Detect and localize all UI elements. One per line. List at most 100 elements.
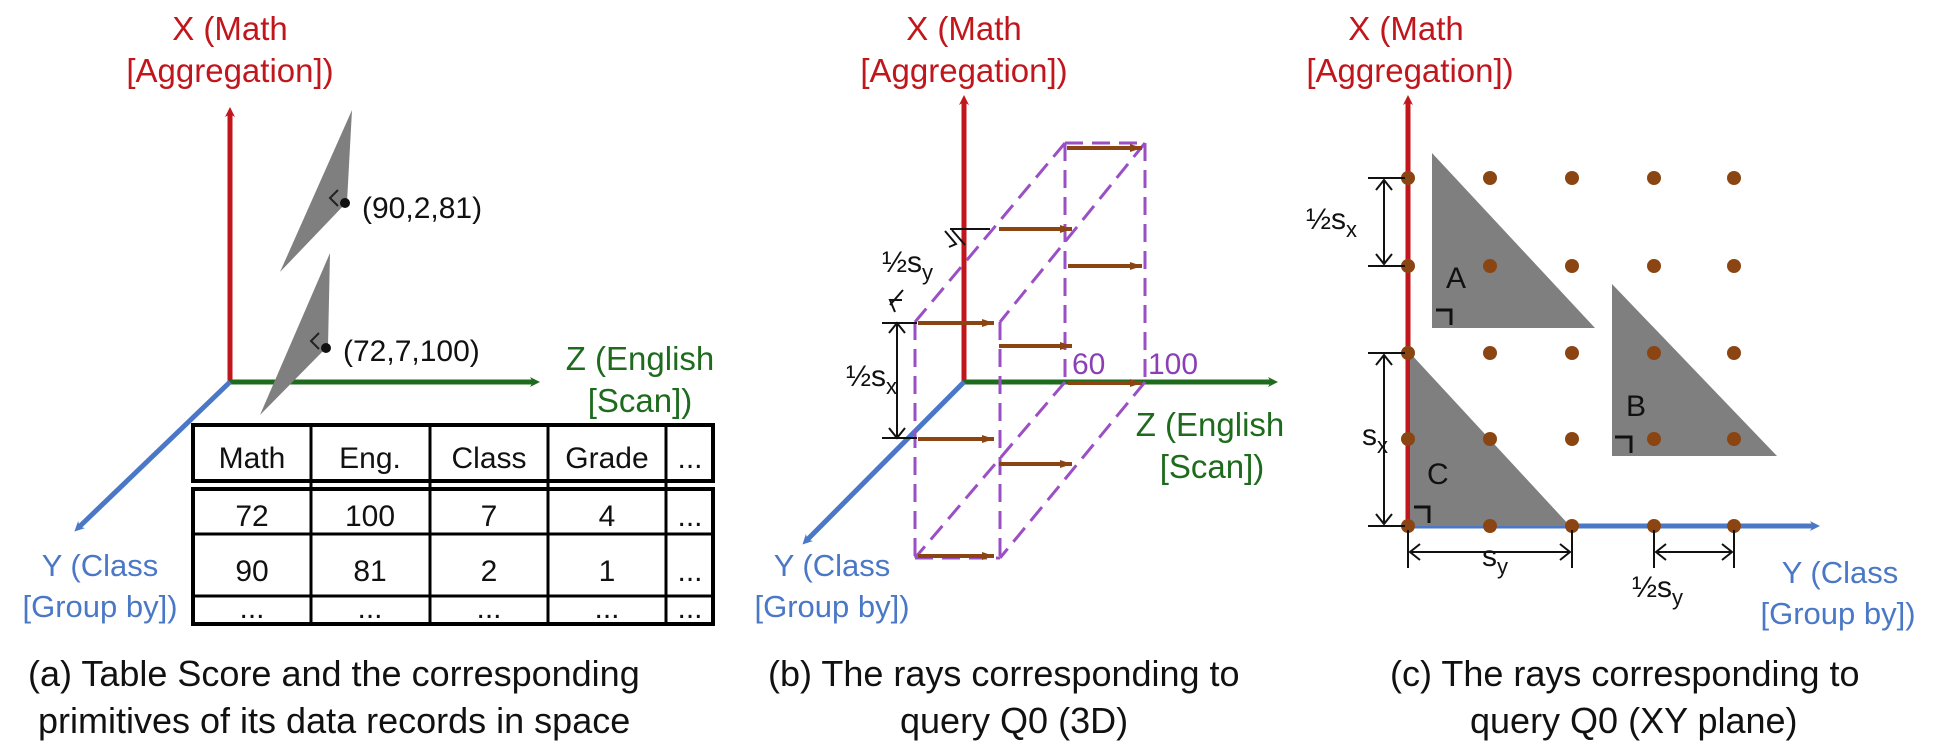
ray-dot xyxy=(1483,259,1497,273)
panel-a: X (Math [Aggregation]) Z (English [Scan]… xyxy=(22,10,715,741)
dimension-half-sx xyxy=(1368,177,1405,267)
primitive-lower xyxy=(260,253,330,415)
point-label-upper: (90,2,81) xyxy=(362,192,482,225)
ray-dot xyxy=(1647,171,1661,185)
ray-dot xyxy=(1647,259,1661,273)
rays xyxy=(918,144,1142,560)
triangle-c-label: C xyxy=(1427,458,1449,491)
point-marker xyxy=(340,198,350,208)
point-marker xyxy=(321,343,331,353)
ray-dot xyxy=(1727,432,1741,446)
table-cell: 1 xyxy=(599,555,616,588)
z-axis-label-line1: Z (English xyxy=(1136,406,1285,443)
y-axis-label-line1: Y (Class xyxy=(42,548,159,583)
ray-dot xyxy=(1565,346,1579,360)
ray-dot xyxy=(1401,432,1415,446)
z-axis-label-line2: [Scan]) xyxy=(588,382,693,419)
table-cell: ... xyxy=(677,500,702,533)
table-cell: ... xyxy=(677,555,702,588)
x-axis-label-line2: [Aggregation]) xyxy=(860,52,1067,89)
tick-60: 60 xyxy=(1072,348,1105,381)
ray-dot xyxy=(1483,519,1497,533)
table-cell: ... xyxy=(357,592,382,625)
ray-dot xyxy=(1401,519,1415,533)
triangle-b xyxy=(1612,284,1777,456)
ray-dot xyxy=(1483,346,1497,360)
right-angle-mark xyxy=(328,189,339,207)
ray-dot xyxy=(1401,346,1415,360)
table-cell: ... xyxy=(594,592,619,625)
x-axis-label-line2: [Aggregation]) xyxy=(126,52,333,89)
table-cell: 100 xyxy=(345,500,395,533)
z-axis-label-line2: [Scan]) xyxy=(1160,448,1265,485)
triangle-a xyxy=(1432,153,1595,328)
table-cell: 81 xyxy=(353,555,386,588)
ray-dot xyxy=(1565,432,1579,446)
y-axis-label-line2: [Group by]) xyxy=(1760,596,1915,631)
triangle-b-label: B xyxy=(1626,390,1646,423)
caption-c-line2: query Q0 (XY plane) xyxy=(1470,700,1798,741)
dimension-sx xyxy=(1368,352,1405,527)
table-cell: ... xyxy=(239,592,264,625)
dimension-sy xyxy=(1407,530,1573,568)
caption-b-line2: query Q0 (3D) xyxy=(900,700,1128,741)
table-header-cell: Math xyxy=(219,442,286,475)
ray-dot xyxy=(1647,519,1661,533)
ray-dot-grid xyxy=(1401,171,1741,533)
table-cell: 90 xyxy=(235,555,268,588)
y-axis-label-line2: [Group by]) xyxy=(754,589,909,624)
sx-label: sx xyxy=(1362,419,1388,458)
ray-dot xyxy=(1647,346,1661,360)
dimension-half-sy xyxy=(1653,530,1735,568)
triangle-a-label: A xyxy=(1446,262,1466,295)
table-header-cell: ... xyxy=(677,442,702,475)
ray-dot xyxy=(1483,171,1497,185)
right-angle-mark xyxy=(309,332,320,350)
panel-b: X (Math [Aggregation]) Z (English [Scan]… xyxy=(754,10,1284,741)
x-axis-label-line1: X (Math xyxy=(172,10,288,47)
dimension-half-sx xyxy=(882,289,917,440)
ray-dot xyxy=(1727,346,1741,360)
table-header-cell: Class xyxy=(451,442,526,475)
ray-dot xyxy=(1565,519,1579,533)
y-axis xyxy=(802,380,966,545)
dimension-half-sy xyxy=(944,228,990,248)
score-table xyxy=(191,423,715,626)
z-axis-label-line1: Z (English xyxy=(566,340,715,377)
y-axis xyxy=(74,380,232,532)
ray-dot xyxy=(1401,171,1415,185)
x-axis-label-line1: X (Math xyxy=(906,10,1022,47)
table-cell: ... xyxy=(677,592,702,625)
table-cell: 72 xyxy=(235,500,268,533)
ray-dot xyxy=(1727,259,1741,273)
half-sx-label: ½sx xyxy=(846,360,897,399)
ray-dot xyxy=(1483,432,1497,446)
table-cell: ... xyxy=(476,592,501,625)
panel-c: X (Math [Aggregation]) Y (Class [Group b… xyxy=(1306,10,1916,741)
table-cell: 4 xyxy=(599,500,616,533)
caption-a-line2: primitives of its data records in space xyxy=(38,700,630,741)
ray-dot xyxy=(1727,171,1741,185)
primitive-upper xyxy=(280,110,352,272)
half-sx-label: ½sx xyxy=(1306,203,1357,242)
ray-dot xyxy=(1401,259,1415,273)
x-axis-label-line2: [Aggregation]) xyxy=(1306,52,1513,89)
query-box xyxy=(913,141,1147,560)
right-angle-marks xyxy=(1414,308,1633,523)
y-axis-label-line1: Y (Class xyxy=(1782,555,1899,590)
y-axis-label-line1: Y (Class xyxy=(774,548,891,583)
y-axis-label-line2: [Group by]) xyxy=(22,589,177,624)
ray-dot xyxy=(1565,171,1579,185)
caption-a-line1: (a) Table Score and the corresponding xyxy=(28,653,640,694)
point-label-lower: (72,7,100) xyxy=(343,335,480,368)
table-cell: 2 xyxy=(481,555,498,588)
half-sy-label: ½sy xyxy=(1632,571,1683,610)
ray-dot xyxy=(1565,259,1579,273)
ray-dot xyxy=(1727,519,1741,533)
table-cell: 7 xyxy=(481,500,498,533)
caption-c-line1: (c) The rays corresponding to xyxy=(1390,653,1860,694)
caption-b-line1: (b) The rays corresponding to xyxy=(768,653,1240,694)
sy-label: sy xyxy=(1482,540,1508,579)
